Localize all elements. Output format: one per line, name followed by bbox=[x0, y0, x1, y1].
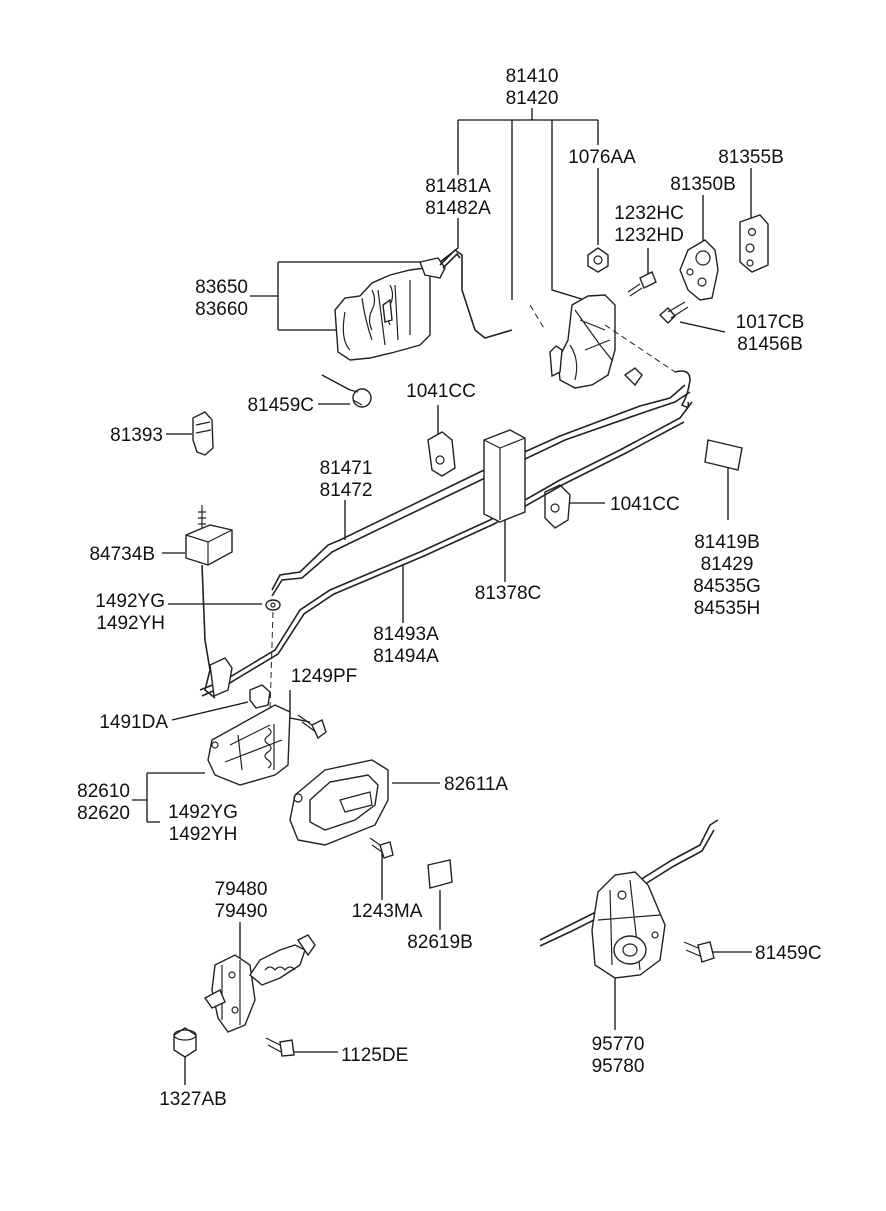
clip-1491da bbox=[249, 684, 271, 709]
rods-and-guide bbox=[199, 370, 693, 697]
label-81393: 81393 bbox=[110, 425, 163, 446]
label-79480: 79480 bbox=[215, 879, 268, 900]
outside-handle-83650 bbox=[334, 257, 446, 361]
label-1041cc-top: 1041CC bbox=[406, 381, 476, 402]
label-1041cc-mid: 1041CC bbox=[610, 494, 680, 515]
clip-1041cc-top bbox=[427, 431, 456, 477]
label-1491da: 1491DA bbox=[99, 712, 168, 733]
part-labels: 81410 81420 1076AA 81355B 81350B 1232HC … bbox=[77, 66, 821, 1110]
rod-81481a bbox=[439, 248, 513, 339]
label-81419b: 81419B bbox=[694, 532, 760, 553]
inside-handle-82610 bbox=[207, 611, 291, 786]
label-79490: 79490 bbox=[215, 901, 268, 922]
actuator-95770 bbox=[539, 819, 719, 979]
nut-1327ab bbox=[173, 1027, 197, 1058]
label-1249pf: 1249PF bbox=[291, 666, 358, 687]
screw-1232hc bbox=[627, 271, 657, 297]
label-1232hd: 1232HD bbox=[614, 225, 684, 246]
label-1327ab: 1327AB bbox=[159, 1089, 227, 1110]
label-81472: 81472 bbox=[320, 480, 373, 501]
label-1076aa: 1076AA bbox=[568, 147, 636, 168]
label-1492yg-top: 1492YG bbox=[95, 591, 165, 612]
pad-82619b bbox=[427, 859, 453, 889]
label-81494a: 81494A bbox=[373, 646, 439, 667]
label-1017cb: 1017CB bbox=[736, 312, 805, 333]
striker-81350b bbox=[679, 239, 719, 301]
label-81482a: 81482A bbox=[425, 198, 491, 219]
label-81459c-bottom: 81459C bbox=[755, 943, 822, 964]
label-83660: 83660 bbox=[195, 299, 248, 320]
door-latch-81410 bbox=[529, 294, 676, 389]
label-81459c-top: 81459C bbox=[247, 395, 314, 416]
bezel-82611a bbox=[289, 759, 389, 846]
bolt-81459c-top bbox=[349, 388, 372, 408]
label-95770: 95770 bbox=[592, 1034, 645, 1055]
leader-lines bbox=[132, 108, 752, 1085]
label-1492yh-bottom: 1492YH bbox=[169, 824, 238, 845]
pad-81419b bbox=[704, 439, 743, 471]
label-1243ma: 1243MA bbox=[352, 901, 423, 922]
screw-1017cb bbox=[658, 301, 689, 324]
label-95780: 95780 bbox=[592, 1056, 645, 1077]
shim-81355b bbox=[739, 214, 769, 273]
label-83650: 83650 bbox=[195, 277, 248, 298]
rod-84734b bbox=[185, 505, 233, 699]
label-84535h: 84535H bbox=[694, 598, 761, 619]
label-84535g: 84535G bbox=[693, 576, 761, 597]
label-81355b: 81355B bbox=[718, 147, 784, 168]
label-84734b: 84734B bbox=[89, 544, 155, 565]
label-81481a: 81481A bbox=[425, 176, 491, 197]
screw-1243ma bbox=[369, 837, 394, 859]
label-81493a: 81493A bbox=[373, 624, 439, 645]
label-81420: 81420 bbox=[506, 88, 559, 109]
nut-1076aa bbox=[587, 247, 609, 273]
label-81350b: 81350B bbox=[670, 174, 736, 195]
label-81410: 81410 bbox=[506, 66, 559, 87]
label-1232hc: 1232HC bbox=[614, 203, 684, 224]
bolt-81459c-bottom bbox=[683, 941, 715, 963]
label-1492yg-bottom: 1492YG bbox=[168, 802, 238, 823]
grommet-1492yg bbox=[265, 599, 281, 611]
screw-1249pf bbox=[297, 714, 327, 740]
label-81471: 81471 bbox=[320, 458, 373, 479]
label-1125de: 1125DE bbox=[341, 1045, 408, 1066]
label-82610: 82610 bbox=[77, 781, 130, 802]
checker-79480 bbox=[203, 934, 316, 1033]
label-81378c: 81378C bbox=[475, 583, 542, 604]
bolt-1125de bbox=[265, 1037, 295, 1057]
label-81429: 81429 bbox=[701, 554, 754, 575]
label-82619b: 82619B bbox=[407, 932, 473, 953]
clip-81393 bbox=[192, 411, 214, 456]
label-81456b: 81456B bbox=[737, 334, 803, 355]
label-82620: 82620 bbox=[77, 803, 130, 824]
clip-1041cc-mid bbox=[544, 484, 571, 529]
label-82611a: 82611A bbox=[444, 774, 508, 795]
label-1492yh-top: 1492YH bbox=[96, 613, 165, 634]
